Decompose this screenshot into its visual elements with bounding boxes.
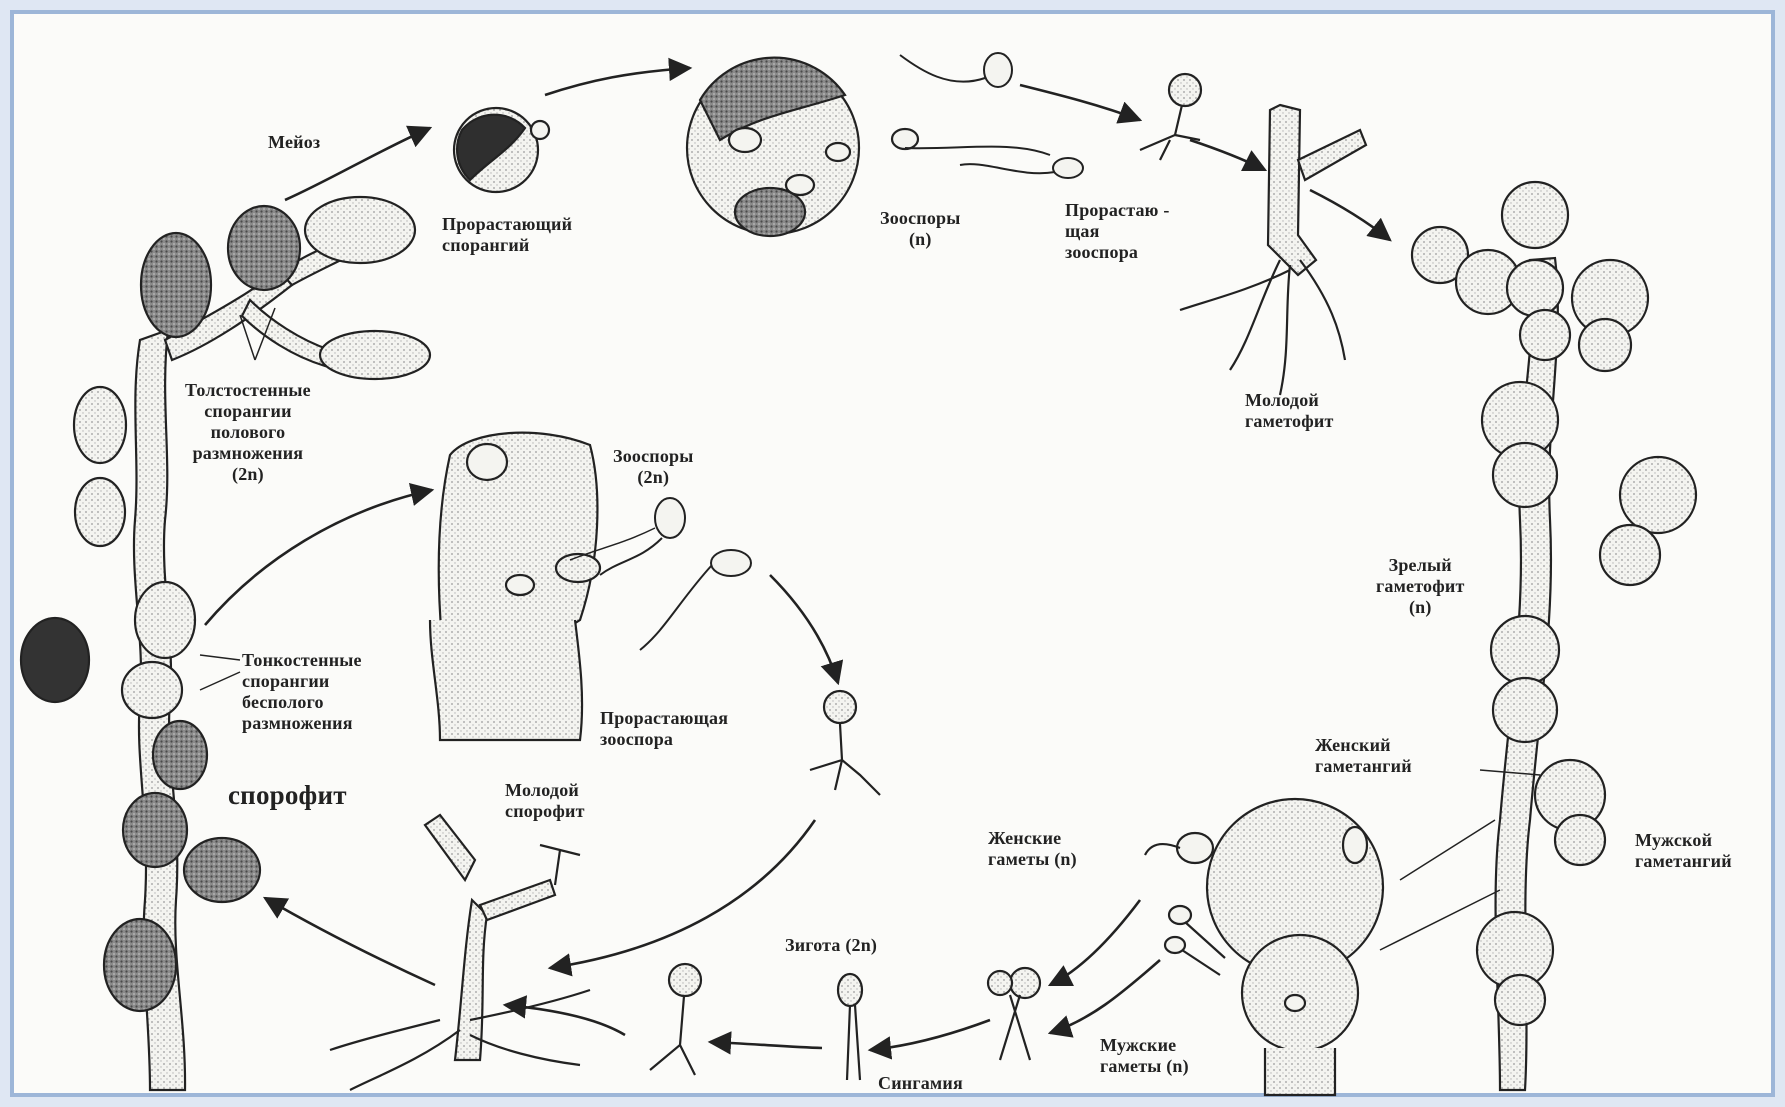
label-syngamy: Сингамия [878,1073,963,1094]
label-thick-sporangia: Толстостенные спорангии полового размнож… [185,380,311,485]
label-meiosis: Мейоз [268,132,320,153]
germinating-sporangium [454,108,549,192]
label-germinating-zoospore-mid: Прорастающая зооспора [600,708,728,750]
label-mature-gametophyte: Зрелый гаметофит (n) [1376,555,1465,618]
label-male-gametangium: Мужской гаметангий [1635,830,1732,872]
label-female-gametangium: Женский гаметангий [1315,735,1412,777]
label-thin-sporangia: Тонкостенные спорангии бесполого размнож… [242,650,362,734]
flagellate-zoospores [900,53,1083,178]
mature-gametophyte-drawing [1412,182,1696,1090]
label-young-sporophyte: Молодой спорофит [505,780,585,822]
free-zoospores-2n [600,498,751,650]
germinating-zoospore-mid [810,691,880,795]
label-germinating-sporangium: Прорастающий спорангий [442,214,572,256]
young-gametophyte-drawing [1140,74,1366,395]
label-female-gametes: Женские гаметы (n) [988,828,1077,870]
label-young-gametophyte: Молодой гаметофит [1245,390,1334,432]
label-zygote: Зигота (2n) [785,935,877,956]
label-male-gametes: Мужские гаметы (n) [1100,1035,1189,1077]
label-germinating-zoospore-top: Прорастаю - щая зооспора [1065,200,1170,263]
sporophyte-drawing [21,197,430,1090]
label-zoospores-2n: Зооспоры (2n) [613,446,694,488]
label-sporophyte: спорофит [228,780,347,810]
label-zoospores-n: Зооспоры (n) [880,208,961,250]
zoospore-release-sporangium [430,433,600,740]
